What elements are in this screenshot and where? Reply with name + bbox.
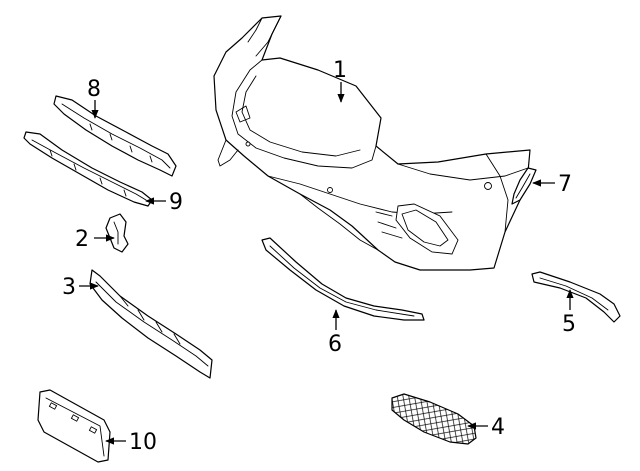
- callout-1: 1: [333, 58, 347, 83]
- part-6-trim-strip: [261, 237, 425, 321]
- part-5-side-trim: [531, 271, 621, 323]
- callout-9: 9: [169, 190, 183, 215]
- part-2-bracket: [105, 213, 129, 253]
- part-4-grille-insert: [391, 393, 477, 445]
- callout-4: 4: [491, 415, 505, 440]
- callout-5: 5: [562, 312, 576, 337]
- callout-6: 6: [328, 332, 342, 357]
- callout-7: 7: [558, 172, 572, 197]
- callout-3: 3: [62, 275, 76, 300]
- part-8-upper-trim: [53, 95, 177, 177]
- part-3-lower-bar: [89, 269, 213, 379]
- callout-10: 10: [129, 430, 157, 455]
- part-1-bumper-cover: [213, 15, 531, 271]
- part-7-reflector: [511, 167, 537, 205]
- part-9-lower-trim: [23, 131, 153, 207]
- callout-8: 8: [87, 77, 101, 102]
- part-10-license-bracket: [37, 389, 111, 463]
- leader-lines: [79, 82, 574, 445]
- callout-2: 2: [75, 227, 89, 252]
